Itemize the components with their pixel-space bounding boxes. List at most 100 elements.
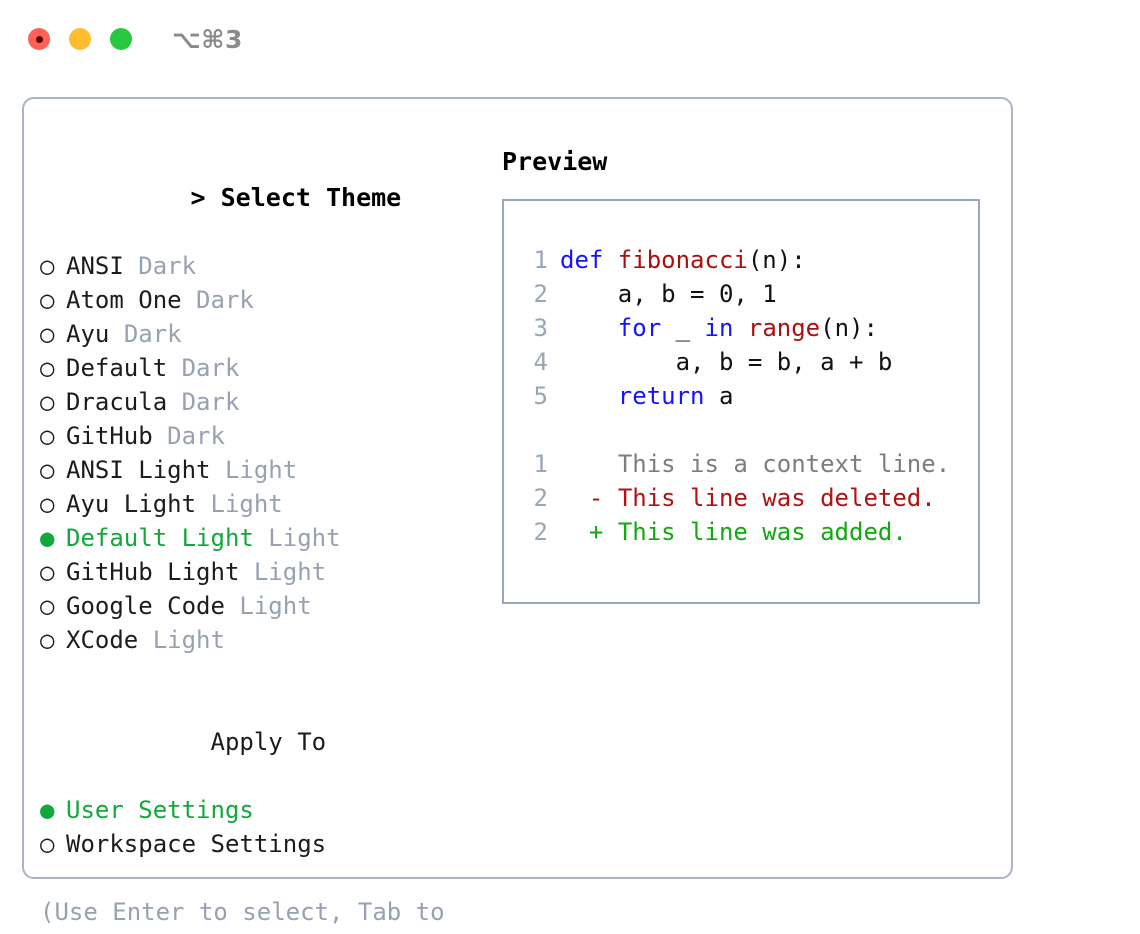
code-token: (n):: [747, 246, 806, 274]
code-line-number: 2: [533, 280, 548, 308]
maximize-button[interactable]: [110, 28, 132, 50]
radio-selected-icon[interactable]: ●: [40, 796, 55, 824]
theme-label-spacer: [239, 558, 253, 586]
theme-variant-tag: Light: [268, 524, 341, 552]
theme-name-label: ANSI Light: [66, 456, 211, 484]
apply-to-label: User Settings: [66, 796, 254, 824]
code-line-number: 3: [533, 314, 548, 342]
theme-label-spacer: [211, 456, 225, 484]
apply-to-header: Apply To: [40, 691, 480, 793]
theme-list-item[interactable]: ○ ANSI Light Light: [40, 453, 480, 487]
code-line-number: 4: [533, 348, 548, 376]
list-spacer: [40, 657, 480, 691]
radio-unselected-icon[interactable]: ○: [40, 626, 55, 654]
apply-to-item[interactable]: ● User Settings: [40, 793, 480, 827]
radio-unselected-icon[interactable]: ○: [40, 830, 55, 858]
code-line: 5 return a: [522, 379, 978, 413]
diff-line-number: 2: [533, 484, 548, 512]
theme-list-item[interactable]: ○GitHub Light Light: [40, 555, 480, 589]
theme-list-item[interactable]: ○ Ayu Dark: [40, 317, 480, 351]
code-token: a, b = b, a + b: [560, 348, 893, 376]
theme-list[interactable]: ○ANSI Dark○Atom One Dark○Ayu Dark○Defaul…: [40, 249, 480, 657]
code-token: def: [560, 246, 618, 274]
theme-variant-tag: Light: [253, 558, 327, 586]
code-diff-gap: [522, 413, 978, 447]
theme-name-label: GitHub: [66, 422, 153, 450]
radio-unselected-icon[interactable]: ○: [40, 456, 55, 484]
radio-unselected-icon[interactable]: ○: [40, 592, 55, 620]
theme-variant-tag: Dark: [123, 320, 182, 348]
theme-list-item[interactable]: ●Default Light Light: [40, 521, 480, 555]
diff-text: This is a context line.: [617, 450, 951, 478]
diff-marker: +: [588, 518, 604, 546]
radio-unselected-icon[interactable]: ○: [40, 320, 55, 348]
theme-label-spacer: [196, 490, 210, 518]
radio-unselected-icon[interactable]: ○: [40, 252, 55, 280]
code-token: fibonacci: [617, 246, 748, 274]
radio-unselected-icon[interactable]: ○: [40, 388, 55, 416]
theme-name-label: Default: [66, 354, 168, 382]
traffic-lights: [28, 28, 132, 50]
theme-label-spacer: [109, 320, 123, 348]
theme-name-label: ANSI: [66, 252, 124, 280]
theme-variant-tag: Light: [210, 490, 283, 518]
theme-label-spacer: [254, 524, 268, 552]
theme-label-spacer: [225, 592, 239, 620]
theme-list-item[interactable]: ○Atom One Dark: [40, 283, 480, 317]
code-token: return: [617, 382, 705, 410]
minimize-button[interactable]: [69, 28, 91, 50]
diff-text-spacer: [603, 484, 617, 512]
title-bar: ⌥⌘3: [0, 0, 1140, 78]
theme-variant-tag: Light: [152, 626, 225, 654]
diff-sample: 1 This is a context line.2 - This line w…: [522, 447, 978, 549]
code-line: 4 a, b = b, a + b: [522, 345, 978, 379]
theme-label-spacer: [138, 626, 152, 654]
diff-marker-spacer: [560, 518, 589, 546]
theme-name-label: Ayu: [66, 320, 110, 348]
diff-line-number: 2: [533, 518, 548, 546]
diff-text-spacer: [603, 450, 617, 478]
theme-list-item[interactable]: ○Ayu Light Light: [40, 487, 480, 521]
close-button[interactable]: [28, 28, 50, 50]
radio-unselected-icon[interactable]: ○: [40, 286, 55, 314]
diff-marker-spacer: [560, 450, 589, 478]
theme-label-spacer: [167, 354, 181, 382]
theme-name-label: XCode: [66, 626, 139, 654]
code-line: 2 a, b = 0, 1: [522, 277, 978, 311]
code-token: for: [617, 314, 662, 342]
theme-selection-column: > Select Theme ○ANSI Dark○Atom One Dark○…: [40, 147, 480, 934]
diff-text: This line was added.: [617, 518, 907, 546]
radio-unselected-icon[interactable]: ○: [40, 354, 55, 382]
apply-to-item[interactable]: ○ Workspace Settings: [40, 827, 480, 861]
radio-unselected-icon[interactable]: ○: [40, 422, 55, 450]
theme-list-item[interactable]: ○Dracula Dark: [40, 385, 480, 419]
code-token: range: [747, 314, 821, 342]
code-token: [733, 314, 747, 342]
code-line-number: 5: [533, 382, 548, 410]
theme-variant-tag: Light: [224, 456, 298, 484]
preview-title: Preview: [502, 147, 608, 176]
theme-variant-tag: Dark: [196, 286, 254, 314]
theme-list-item[interactable]: ○Default Dark: [40, 351, 480, 385]
radio-unselected-icon[interactable]: ○: [40, 558, 55, 586]
theme-list-item[interactable]: ○ ANSI Dark: [40, 249, 480, 283]
radio-unselected-icon[interactable]: ○: [40, 490, 55, 518]
apply-to-list[interactable]: ● User Settings ○ Workspace Settings: [40, 793, 480, 861]
code-token: _: [661, 314, 705, 342]
theme-list-item[interactable]: ○GitHub Dark: [40, 419, 480, 453]
theme-label-spacer: [167, 388, 181, 416]
apply-to-label: Workspace Settings: [66, 830, 327, 858]
theme-list-item[interactable]: ○Google Code Light: [40, 589, 480, 623]
radio-selected-icon[interactable]: ●: [40, 524, 55, 552]
apply-to-header-label: Apply To: [210, 728, 327, 756]
theme-name-label: Dracula: [66, 388, 168, 416]
select-theme-header-label: > Select Theme: [190, 183, 402, 212]
theme-variant-tag: Dark: [138, 252, 197, 280]
keyboard-hint: (Use Enter to select, Tab to change focu…: [40, 898, 445, 934]
theme-list-item[interactable]: ○ XCode Light: [40, 623, 480, 657]
diff-text: This line was deleted.: [617, 484, 936, 512]
